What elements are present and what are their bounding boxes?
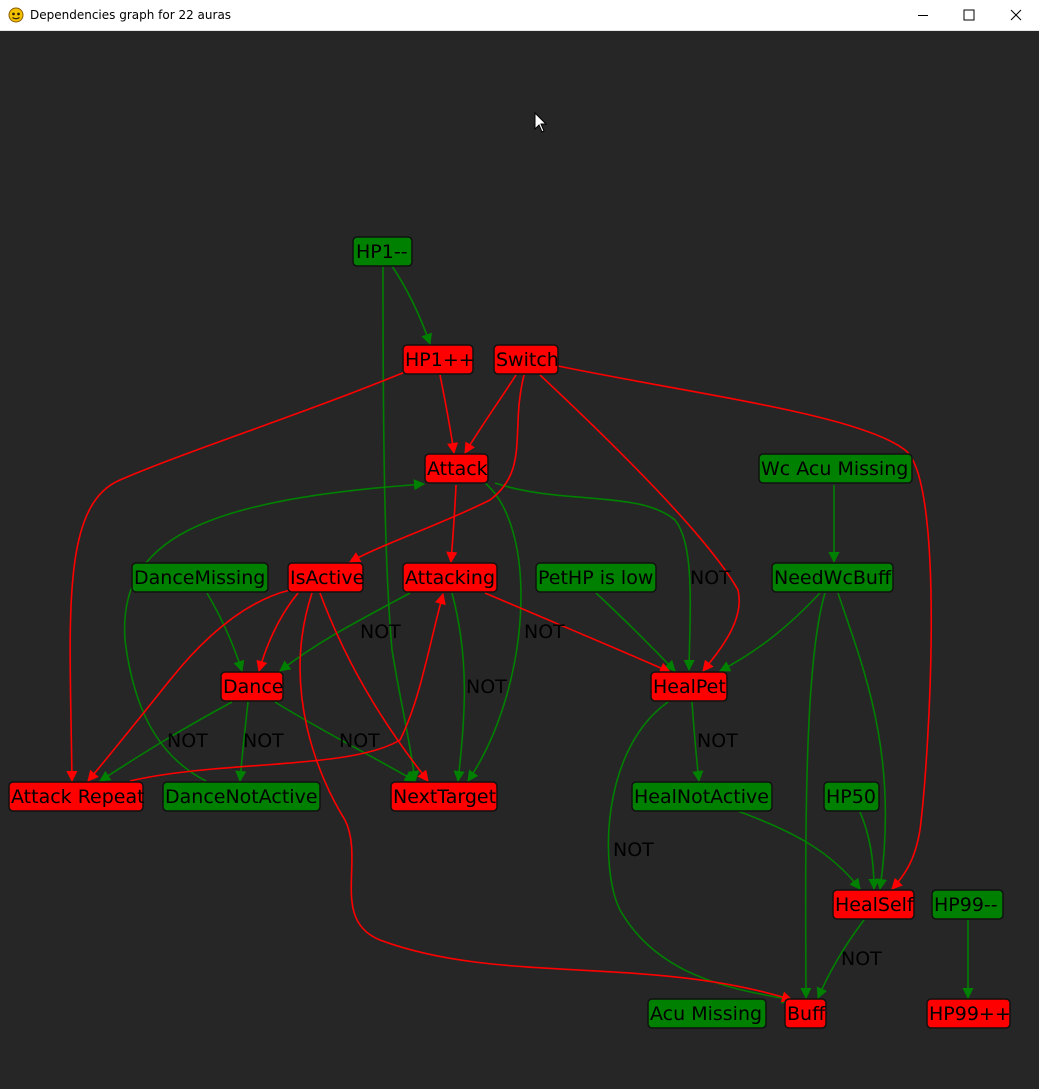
node-label: Acu Missing	[650, 1003, 762, 1025]
edge-isactive-nexttarget	[319, 592, 429, 782]
node-label: DanceNotActive	[165, 786, 318, 808]
node-label: Wc Acu Missing	[761, 458, 908, 480]
edge-attack-healpet	[494, 482, 695, 672]
node-attacking[interactable]: Attacking	[402, 562, 498, 593]
edge-dancenotactive-attack	[123, 479, 426, 782]
node-label: Dance	[223, 676, 283, 698]
edge-hp1pp-attack	[439, 374, 459, 455]
node-wc-acu-missing[interactable]: Wc Acu Missing	[758, 453, 913, 484]
node-switch[interactable]: Switch	[493, 344, 559, 375]
node-hp50[interactable]: HP50	[823, 781, 880, 812]
node-healpet[interactable]: HealPet	[650, 671, 728, 702]
edge-hp1mm-hp1pp	[391, 265, 433, 346]
node-label: HP1--	[356, 241, 408, 263]
edge-label-not-dance-nexttarget: NOT	[339, 730, 380, 752]
edge-dancemissing-dance	[206, 592, 245, 673]
node-hp99mm[interactable]: HP99--	[931, 889, 1004, 920]
node-label: Attack Repeat	[11, 786, 145, 808]
node-label: HP50	[826, 786, 876, 808]
title-bar[interactable]: Dependencies graph for 22 auras	[0, 0, 1039, 31]
node-healnotactive[interactable]: HealNotActive	[631, 781, 773, 812]
edge-label-not-healpet-buff: NOT	[613, 839, 654, 861]
node-pethp-is-low[interactable]: PetHP is low	[535, 562, 657, 593]
node-dance[interactable]: Dance	[220, 671, 284, 702]
edge-attack-nexttarget	[467, 482, 522, 782]
edge-label-not-dance-attackrepeat: NOT	[167, 730, 208, 752]
edge-hp1pp-attackrepeat	[66, 371, 406, 783]
edge-dance-dancenotactive	[235, 701, 249, 783]
edge-needwc-healpet	[719, 592, 821, 672]
node-nexttarget[interactable]: NextTarget	[390, 781, 498, 812]
maximize-icon[interactable]	[946, 0, 992, 30]
dependency-graph[interactable]: NOT NOT NOT NOT NOT NOT NOT NOT NOT NOT …	[0, 31, 1039, 1089]
mouse-cursor-icon	[534, 112, 548, 133]
node-label: HealNotActive	[634, 786, 769, 808]
edge-switch-isactive	[349, 374, 525, 563]
edge-label-not-attack-healpet: NOT	[690, 567, 731, 589]
node-attack-repeat[interactable]: Attack Repeat	[8, 781, 145, 812]
node-label: NextTarget	[393, 786, 496, 808]
node-label: DanceMissing	[134, 567, 265, 589]
node-label: HP99--	[934, 894, 998, 916]
edge-needwc-buff	[800, 592, 826, 1000]
weakauras-face-icon	[8, 7, 24, 23]
node-isactive[interactable]: IsActive	[287, 562, 364, 593]
edge-healself-buff	[816, 919, 865, 1000]
node-label: Switch	[496, 349, 559, 371]
edge-isactive-attackrepeat	[87, 589, 291, 782]
edge-switch-healself	[557, 365, 933, 890]
edge-label-not-healself-buff: NOT	[841, 948, 882, 970]
edge-label-not-attacking-dance: NOT	[360, 621, 401, 643]
edge-hp1mm-nexttarget	[382, 265, 420, 783]
node-label: HP1++	[405, 349, 475, 371]
node-dancenotactive[interactable]: DanceNotActive	[162, 781, 321, 812]
node-acu-missing[interactable]: Acu Missing	[647, 998, 767, 1029]
node-label: Buff	[787, 1003, 826, 1025]
edge-dance-nexttarget	[274, 701, 416, 782]
minimize-icon[interactable]	[900, 0, 946, 30]
node-attack[interactable]: Attack	[424, 453, 489, 484]
node-label: HealSelf	[835, 894, 915, 916]
edge-hp50-healself	[859, 811, 880, 891]
node-buff[interactable]: Buff	[784, 998, 827, 1029]
edge-healpet-healnotactive	[691, 701, 704, 783]
edge-needwc-healself	[837, 592, 887, 891]
edge-label-not-healpet-healnotactive: NOT	[697, 730, 738, 752]
node-label: Attacking	[405, 567, 495, 589]
edge-label-not-attack-nexttarget: NOT	[524, 621, 565, 643]
node-label: IsActive	[290, 567, 364, 589]
edge-healpet-buff	[607, 701, 794, 1004]
edge-isactive-buff	[299, 592, 794, 1003]
node-label: Attack	[427, 458, 488, 480]
node-hp1pp[interactable]: HP1++	[402, 344, 475, 375]
edge-label-not-attacking-nexttarget: NOT	[466, 676, 507, 698]
node-label: NeedWcBuff	[774, 567, 892, 589]
edge-dance-attackrepeat	[99, 701, 233, 782]
window-title: Dependencies graph for 22 auras	[30, 8, 232, 22]
edge-label-not-dance-dancenotactive: NOT	[243, 730, 284, 752]
node-hp1mm[interactable]: HP1--	[352, 236, 413, 267]
edge-switch-attack	[464, 374, 517, 454]
edge-attackrepeat-attacking	[129, 592, 446, 782]
edge-attacking-healpet	[484, 592, 672, 674]
node-label: PetHP is low	[538, 567, 653, 589]
edge-attack-attacking	[446, 484, 458, 564]
node-dancemissing[interactable]: DanceMissing	[131, 562, 269, 593]
node-needwcbuff[interactable]: NeedWcBuff	[771, 562, 894, 593]
edge-attacking-nexttarget	[451, 592, 466, 783]
edge-healnotactive-healself	[734, 809, 861, 890]
node-label: HP99++	[929, 1003, 1011, 1025]
node-label: HealPet	[653, 676, 726, 698]
node-healself[interactable]: HealSelf	[832, 889, 915, 920]
edge-attacking-dance	[279, 592, 411, 672]
edge-pethp-healpet	[595, 592, 676, 672]
edge-isactive-dance	[256, 592, 299, 673]
close-icon[interactable]	[993, 0, 1039, 30]
edge-switch-healpet	[539, 374, 740, 672]
node-hp99pp[interactable]: HP99++	[926, 998, 1011, 1029]
